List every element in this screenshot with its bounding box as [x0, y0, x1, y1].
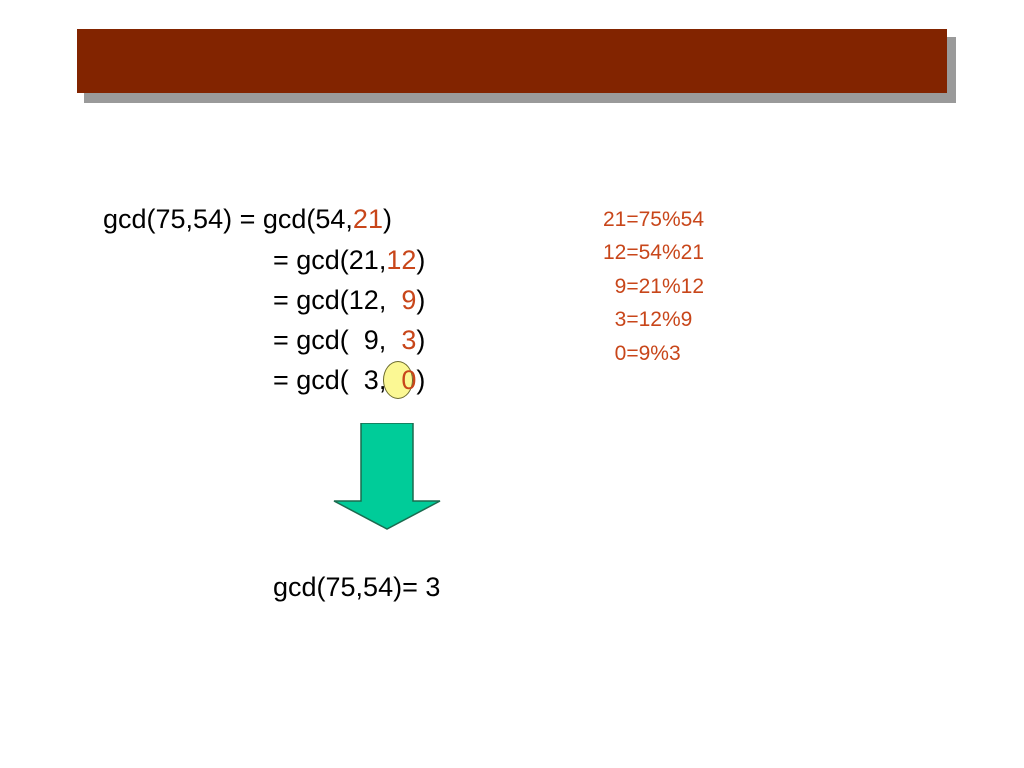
closing-paren: ) [416, 365, 426, 395]
answer-highlight-circle [383, 361, 413, 399]
closing-paren: ) [416, 325, 426, 355]
equation-text: = gcd( [273, 365, 364, 395]
answer-value: 3 [363, 365, 379, 395]
down-arrow-icon [333, 423, 441, 530]
equation-line-4: = gcd( 9, 3) [273, 324, 425, 356]
equation-line-1: gcd(75,54) = gcd(54,21) [103, 203, 392, 235]
remainder-value: 21 [352, 204, 383, 234]
comma: , [378, 365, 402, 395]
remainder-step-4: 3=12%9 [603, 308, 693, 331]
remainder-step-5: 0=9%3 [603, 342, 681, 365]
equation-line-2: = gcd(21,12) [273, 244, 425, 276]
equation-text: = gcd(12, [273, 285, 402, 315]
closing-paren: ) [416, 285, 426, 315]
equation-line-3: = gcd(12, 9) [273, 284, 425, 316]
gcd-result: gcd(75,54)= 3 [273, 572, 441, 602]
closing-paren: ) [382, 204, 392, 234]
title-bar [77, 29, 947, 93]
closing-paren: ) [416, 245, 426, 275]
remainder-step-2: 12=54%21 [603, 241, 705, 264]
remainder-value: 12 [386, 245, 417, 275]
remainder-value: 0 [401, 365, 417, 395]
equation-text: = gcd(21, [273, 245, 387, 275]
remainder-step-1: 21=75%54 [603, 208, 705, 231]
remainder-value: 9 [401, 285, 417, 315]
remainder-value: 3 [401, 325, 417, 355]
equation-line-5: = gcd( 3, 0) [273, 364, 425, 396]
remainder-step-3: 9=21%12 [603, 275, 705, 298]
equation-text: = gcd( 9, [273, 325, 402, 355]
equation-text: gcd(75,54) = gcd(54, [103, 204, 353, 234]
